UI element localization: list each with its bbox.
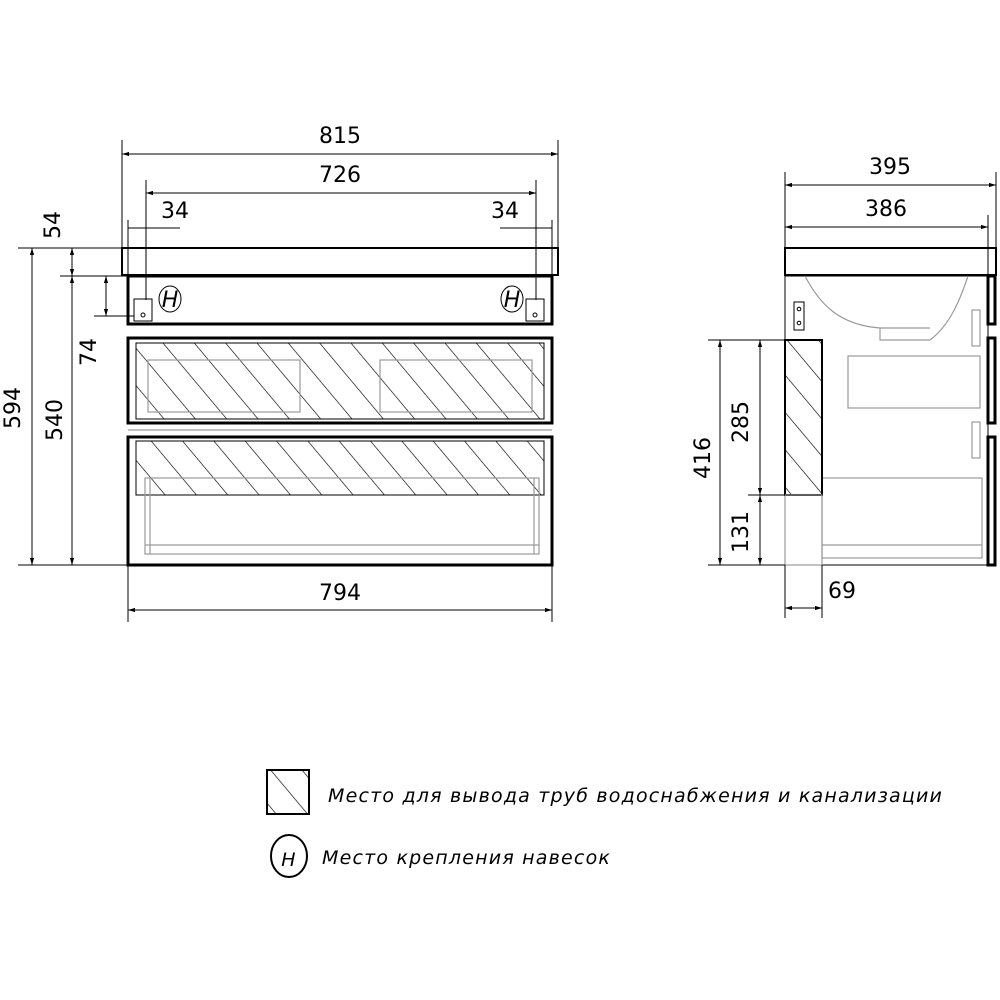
front-upper-drawer bbox=[126, 336, 554, 425]
front-inner-box-left bbox=[147, 359, 301, 413]
front-bracket-left bbox=[133, 298, 153, 322]
front-hatch-upper bbox=[135, 342, 545, 420]
side-front-panel-mid bbox=[986, 336, 997, 425]
dim-overall-width: 815 bbox=[319, 124, 361, 149]
dim-right-offset: 34 bbox=[491, 199, 519, 224]
dim-inner-depth: 386 bbox=[865, 197, 907, 222]
front-hatch-lower bbox=[135, 440, 545, 496]
svg-text:H: H bbox=[162, 288, 179, 313]
side-front-panel-bottom bbox=[986, 435, 997, 567]
side-basin bbox=[804, 275, 969, 341]
front-inner-bottom-box bbox=[144, 477, 540, 555]
dim-overall-depth: 395 bbox=[869, 155, 911, 180]
legend: Место для вывода труб водоснабжения и ка… bbox=[266, 769, 943, 878]
front-mount-band bbox=[126, 274, 554, 326]
legend-hatch-text: Место для вывода труб водоснабжения и ка… bbox=[328, 785, 943, 807]
dim-body-height: 540 bbox=[43, 399, 68, 441]
side-bracket bbox=[793, 301, 805, 331]
side-countertop bbox=[784, 247, 997, 276]
side-hatch bbox=[784, 339, 823, 496]
front-mount-marker-right: H bbox=[500, 285, 524, 313]
front-lower-drawer bbox=[126, 435, 554, 567]
front-view: H H 815 726 34 34 54 594 bbox=[1, 124, 559, 622]
front-mount-marker-left: H bbox=[158, 285, 182, 313]
side-drawer-upper bbox=[847, 355, 981, 409]
front-bracket-right bbox=[525, 298, 545, 322]
dim-mount-height: 74 bbox=[77, 338, 102, 366]
dim-inner-width: 726 bbox=[319, 163, 361, 188]
dim-top-thickness: 54 bbox=[41, 211, 66, 239]
front-inner-box-right bbox=[379, 359, 533, 413]
legend-mount-text: Место крепления навесок bbox=[322, 847, 611, 869]
front-countertop bbox=[121, 247, 559, 276]
dim-pipe-zone-lower: 131 bbox=[729, 511, 754, 553]
dim-pipe-zone-depth: 69 bbox=[828, 579, 856, 604]
svg-text:H: H bbox=[504, 288, 521, 313]
dim-overall-height: 594 bbox=[1, 387, 26, 429]
legend-mount-symbol: H bbox=[270, 834, 308, 878]
dim-left-offset: 34 bbox=[161, 199, 189, 224]
side-front-panel-top bbox=[986, 274, 997, 326]
legend-hatch-swatch bbox=[266, 769, 310, 815]
dim-pipe-zone-height: 416 bbox=[691, 437, 716, 479]
side-drawer-lower bbox=[821, 477, 983, 559]
dim-body-width: 794 bbox=[319, 581, 361, 606]
svg-text:H: H bbox=[281, 849, 297, 871]
side-view: 395 386 416 285 131 69 bbox=[691, 155, 997, 618]
dim-pipe-zone-upper: 285 bbox=[729, 401, 754, 443]
